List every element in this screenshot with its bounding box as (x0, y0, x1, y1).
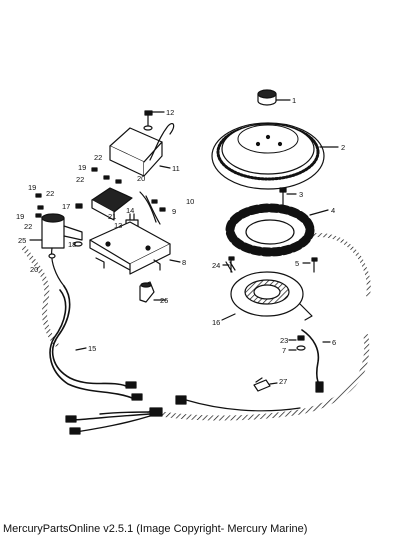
callout-18: 18 (68, 240, 76, 249)
callout-23: 23 (280, 336, 288, 345)
spark-plug-boot (139, 281, 167, 303)
callout-19c: 19 (78, 163, 86, 172)
callout-22d: 22 (24, 222, 32, 231)
flywheel (211, 122, 339, 190)
ignition-parts-diagram: 1 2 3 4 5 6 7 8 9 10 11 12 13 14 15 16 1… (16, 89, 371, 435)
callout-17: 17 (62, 202, 70, 211)
flywheel-nut (257, 89, 291, 106)
callout-20b: 20 (30, 265, 38, 274)
trigger-lead (301, 329, 331, 393)
callout-20a: 20 (137, 174, 145, 183)
callout-4: 4 (331, 206, 335, 215)
callout-26: 26 (160, 296, 168, 305)
callout-16: 16 (212, 318, 220, 327)
callout-22c: 22 (46, 189, 54, 198)
callout-15: 15 (88, 344, 96, 353)
callout-19b: 19 (16, 212, 24, 221)
wiring-harness (21, 245, 370, 435)
ignition-coil (29, 213, 83, 287)
stator (225, 203, 371, 297)
callout-27: 27 (279, 377, 287, 386)
trigger-plate (221, 261, 313, 321)
coil-fasteners (35, 167, 166, 259)
high-tension-leads (49, 285, 143, 401)
callout-6: 6 (332, 338, 336, 347)
switch-box-screw (143, 110, 165, 131)
callout-14: 14 (126, 206, 134, 215)
nut-and-washer (288, 335, 306, 351)
stator-screw (279, 187, 297, 206)
callout-7: 7 (282, 346, 286, 355)
callout-labels: 1 2 3 4 5 6 7 8 9 10 11 12 13 14 15 16 1… (16, 96, 345, 386)
callout-22a: 22 (94, 153, 102, 162)
callout-3: 3 (299, 190, 303, 199)
harness-clip (253, 377, 278, 392)
callout-11: 11 (172, 164, 180, 173)
trigger-screw (302, 257, 318, 273)
callout-21: 21 (108, 212, 116, 221)
callout-25: 25 (18, 236, 26, 245)
callout-9: 9 (172, 207, 176, 216)
switch-box (109, 123, 175, 177)
mounting-bracket (89, 221, 181, 275)
callout-19a: 19 (28, 183, 36, 192)
callout-22b: 22 (76, 175, 84, 184)
callout-10: 10 (186, 197, 194, 206)
trigger-plate-screw (222, 256, 235, 273)
image-caption: MercuryPartsOnline v2.5.1 (Image Copyrig… (3, 523, 308, 535)
callout-2: 2 (341, 143, 345, 152)
callout-24: 24 (212, 261, 220, 270)
callout-13: 13 (114, 221, 122, 230)
callout-1: 1 (292, 96, 296, 105)
callout-8: 8 (182, 258, 186, 267)
callout-12: 12 (166, 108, 174, 117)
callout-5: 5 (295, 259, 299, 268)
